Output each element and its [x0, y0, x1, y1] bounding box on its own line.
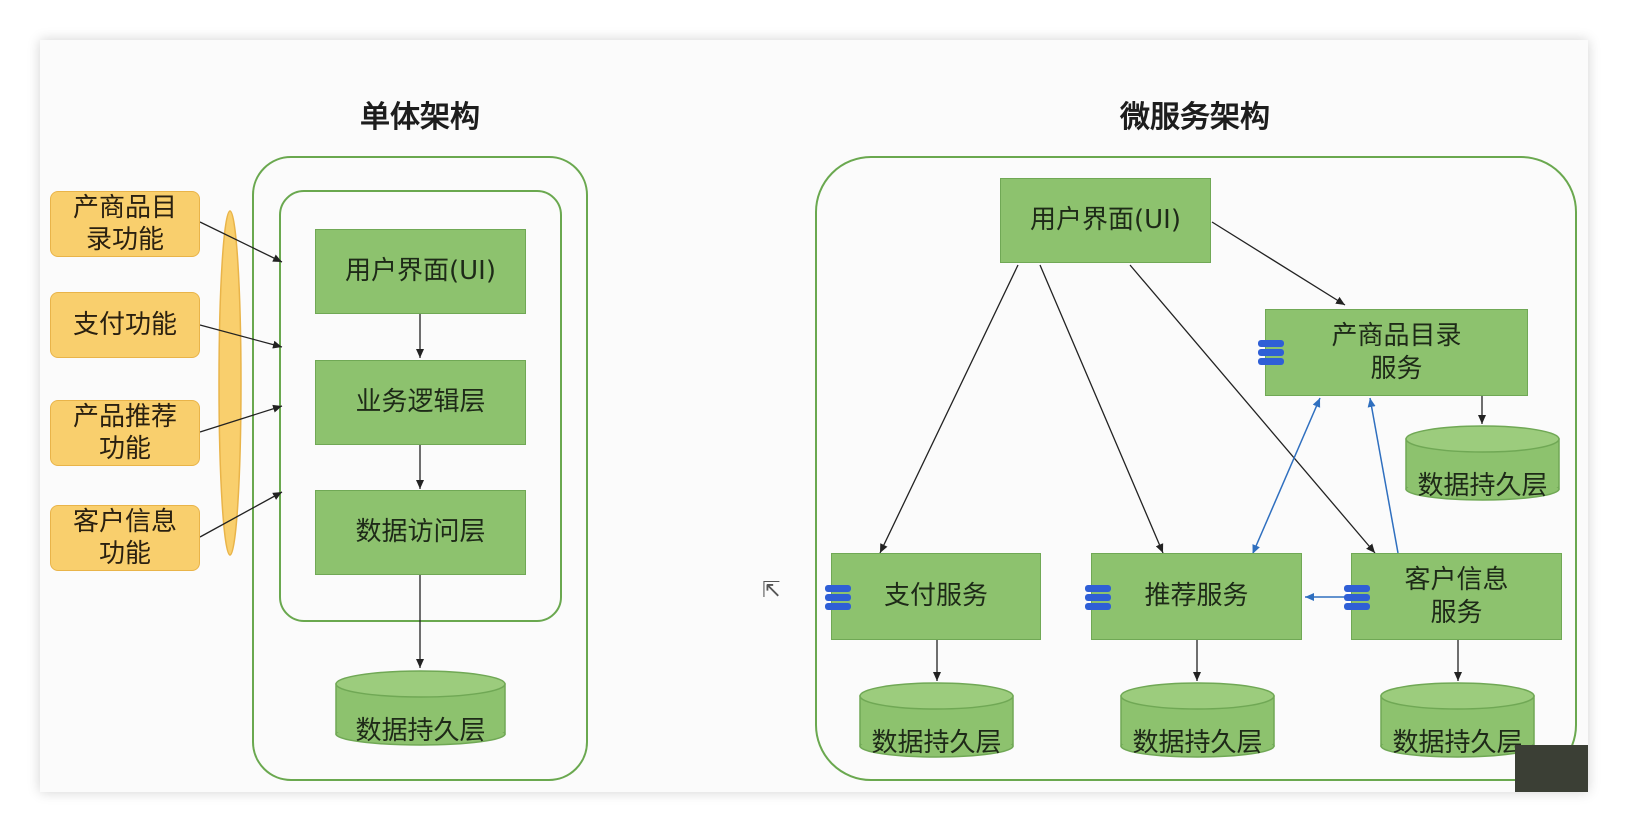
arrow-feature-3: [199, 404, 283, 433]
service-recommend: 推荐服务: [1091, 553, 1302, 640]
layer-data-access: 数据访问层: [315, 490, 526, 575]
arrow-ui-to-payment: [879, 264, 1019, 554]
service-payment-label: 支付服务: [883, 581, 988, 612]
feature-group-ellipse: [218, 210, 242, 556]
feature-catalog: 产商品目 录功能: [50, 191, 200, 257]
arrow-ui-to-recommend: [1039, 264, 1164, 554]
service-icon-recommend: [1085, 585, 1111, 611]
cylinder-customer-storage: [1380, 682, 1535, 758]
monolith-outer-container: [252, 156, 588, 781]
arrow-feature-4: [199, 491, 283, 538]
arrow-ui-to-customer: [1129, 264, 1376, 554]
service-icon-customer: [1344, 585, 1370, 611]
service-icon-payment: [825, 585, 851, 611]
micro-container: [815, 156, 1577, 781]
arrow-recommend-catalog: [1252, 397, 1321, 554]
service-payment: 支付服务: [831, 553, 1041, 640]
video-thumbnail: [1515, 745, 1588, 792]
cylinder-monolith-storage: [335, 670, 506, 746]
arrow-feature-1: [199, 221, 283, 263]
cylinder-recommend-storage: [1120, 682, 1275, 758]
service-icon-catalog: [1258, 340, 1284, 366]
cylinder-payment-storage: [859, 682, 1014, 758]
service-catalog: 产商品目录 服务: [1265, 309, 1528, 396]
monolith-title: 单体架构: [360, 100, 480, 135]
customer-storage-label: 数据持久层: [1392, 728, 1523, 758]
micro-title: 微服务架构: [1120, 100, 1270, 135]
service-catalog-label: 产商品目录 服务: [1331, 321, 1462, 384]
service-customer-label: 客户信息 服务: [1404, 565, 1509, 628]
layer-ui: 用户界面(UI): [315, 229, 526, 314]
feature-recommend: 产品推荐 功能: [50, 400, 200, 466]
layer-business-logic: 业务逻辑层: [315, 360, 526, 445]
catalog-storage-label: 数据持久层: [1417, 471, 1548, 501]
arrow-ui-to-catalog: [1211, 221, 1346, 306]
monolith-storage-label: 数据持久层: [355, 716, 486, 746]
arrow-customer-to-catalog: [1367, 397, 1399, 554]
feature-payment: 支付功能: [50, 292, 200, 358]
arrow-feature-2: [199, 324, 283, 349]
service-customer: 客户信息 服务: [1351, 553, 1562, 640]
slide: [40, 40, 1588, 792]
recommend-storage-label: 数据持久层: [1132, 728, 1263, 758]
feature-customer: 客户信息 功能: [50, 505, 200, 571]
micro-ui: 用户界面(UI): [1000, 178, 1211, 263]
cylinder-catalog-storage: [1405, 425, 1560, 501]
payment-storage-label: 数据持久层: [871, 728, 1002, 758]
service-recommend-label: 推荐服务: [1144, 581, 1249, 612]
mouse-cursor-icon: ⇱: [762, 578, 781, 603]
